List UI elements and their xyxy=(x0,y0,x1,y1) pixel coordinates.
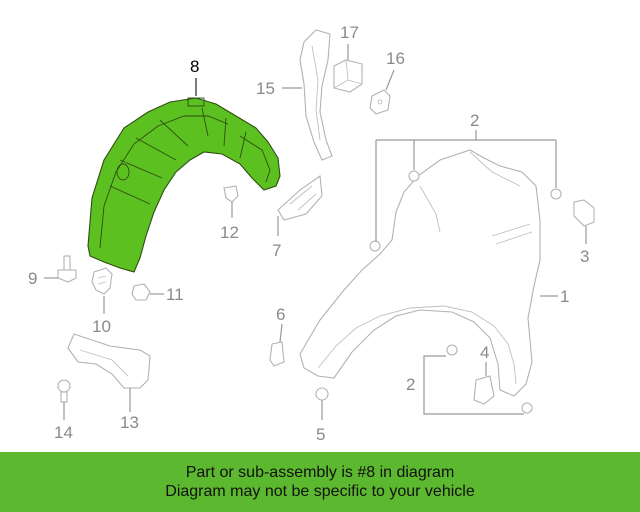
leader-2-top xyxy=(375,130,557,242)
callout-12[interactable]: 12 xyxy=(220,223,239,242)
bolt-9-shank xyxy=(63,255,71,271)
callout-13[interactable]: 13 xyxy=(120,413,139,432)
callout-9[interactable]: 9 xyxy=(28,269,37,288)
callout-15[interactable]: 15 xyxy=(256,79,275,98)
liner-flange xyxy=(239,135,271,183)
banner-line-1: Part or sub-assembly is #8 in diagram xyxy=(185,464,455,481)
callout-5[interactable]: 5 xyxy=(316,425,325,444)
clip-part-16[interactable] xyxy=(369,89,391,115)
fender-top-edge xyxy=(419,151,521,233)
callout-3[interactable]: 3 xyxy=(580,247,589,266)
clip-10-body xyxy=(91,267,113,295)
fender-body xyxy=(299,149,541,397)
callout-2-bottom[interactable]: 2 xyxy=(406,375,415,394)
info-banner: Part or sub-assembly is #8 in diagram Di… xyxy=(0,452,640,512)
screw-part-14[interactable] xyxy=(57,379,71,403)
liner-rib-1 xyxy=(109,119,189,205)
bracket-3-body xyxy=(573,199,595,227)
clip-part-5[interactable] xyxy=(315,387,329,401)
callout-2-top[interactable]: 2 xyxy=(470,111,479,130)
clip-5-body xyxy=(315,387,329,401)
callouts: 8 17 16 15 2 7 12 9 10 11 1 3 6 4 2 5 13… xyxy=(28,23,589,444)
callout-17[interactable]: 17 xyxy=(340,23,359,42)
nut-part-11[interactable] xyxy=(131,283,151,301)
leader-16 xyxy=(385,69,395,91)
bracket-part-3[interactable] xyxy=(573,199,595,227)
callout-6[interactable]: 6 xyxy=(276,305,285,324)
bracket-part-15[interactable] xyxy=(299,29,333,161)
liner-tab xyxy=(187,97,205,107)
banner-line-2: Diagram may not be specific to your vehi… xyxy=(165,483,475,500)
callout-1[interactable]: 1 xyxy=(560,287,569,306)
clip-part-10[interactable] xyxy=(91,267,113,295)
fender-wheel-arch xyxy=(317,305,517,385)
bracket-7-edge xyxy=(289,185,317,211)
callout-11[interactable]: 11 xyxy=(166,285,184,304)
callout-16[interactable]: 16 xyxy=(386,49,405,68)
leader-lines xyxy=(44,44,587,420)
screw-14-shank xyxy=(60,391,68,403)
bracket-6-body xyxy=(269,341,285,367)
bolt-part-9[interactable] xyxy=(57,255,77,283)
fender-vent xyxy=(491,223,533,245)
nut-11-body xyxy=(131,283,151,301)
clip-2-upper xyxy=(408,170,420,182)
clip-12-body xyxy=(223,185,239,203)
bracket-part-7[interactable] xyxy=(277,175,323,221)
clip-16-body xyxy=(369,89,391,115)
callout-4[interactable]: 4 xyxy=(480,343,489,362)
bracket-part-4[interactable] xyxy=(473,375,495,405)
callout-7[interactable]: 7 xyxy=(272,241,281,260)
clip-2-left xyxy=(369,240,381,252)
clip-16-hole xyxy=(377,99,383,105)
clip-part-12[interactable] xyxy=(223,185,239,203)
fender-part-1[interactable] xyxy=(299,149,541,397)
callout-8[interactable]: 8 xyxy=(190,57,199,76)
bolt-9-head xyxy=(57,269,77,283)
parts-diagram: 8 17 16 15 2 7 12 9 10 11 1 3 6 4 2 5 13… xyxy=(28,23,595,444)
liner-hole xyxy=(116,163,130,181)
fender-liner-part-8[interactable] xyxy=(87,97,281,273)
callout-14[interactable]: 14 xyxy=(54,423,73,442)
bracket-7-body xyxy=(277,175,323,221)
bracket-part-6[interactable] xyxy=(269,341,285,367)
clip-10-edge xyxy=(97,275,107,285)
bracket-4-body xyxy=(473,375,495,405)
clip-2-lower-b xyxy=(521,402,533,414)
clip-2-lower-a xyxy=(446,344,458,356)
pad-17-edge xyxy=(333,59,363,89)
leader-6 xyxy=(279,323,283,343)
liner-rib-2 xyxy=(201,107,247,159)
bracket-15-edge xyxy=(311,45,321,141)
bracket-15-body xyxy=(299,29,333,161)
mud-flap-13-edge xyxy=(79,349,129,377)
pad-part-17[interactable] xyxy=(333,59,363,93)
screw-14-head xyxy=(57,379,71,393)
mud-flap-part-13[interactable] xyxy=(67,333,151,389)
mud-flap-13-body xyxy=(67,333,151,389)
clip-part-2-group[interactable] xyxy=(369,170,562,414)
callout-10[interactable]: 10 xyxy=(92,317,111,336)
leader-2-bottom xyxy=(423,355,524,415)
fender-liner-body xyxy=(87,97,281,273)
clip-2-right xyxy=(550,188,562,200)
